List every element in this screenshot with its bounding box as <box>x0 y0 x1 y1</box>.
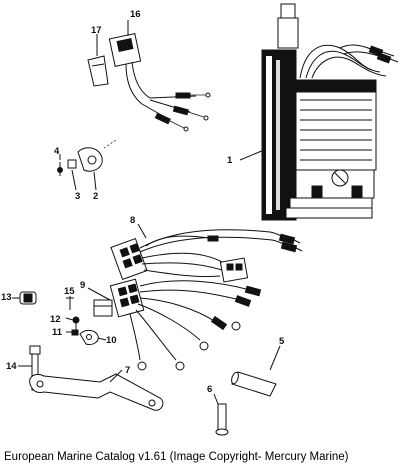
callout-6: 6 <box>207 384 212 395</box>
callout-17: 17 <box>91 25 102 36</box>
wire-harness-part-8 <box>110 223 303 283</box>
callout-2: 2 <box>93 191 98 202</box>
callout-13: 13 <box>1 292 12 303</box>
nut-part-11 <box>66 329 79 336</box>
pin-part-6 <box>213 393 229 436</box>
sleeve-part-5 <box>231 345 281 397</box>
relay-part-16 <box>108 20 211 132</box>
callout-9: 9 <box>80 280 85 291</box>
plug-part-13 <box>12 291 37 305</box>
callout-4: 4 <box>54 146 60 157</box>
nut-part-3 <box>67 159 77 191</box>
callout-7: 7 <box>125 365 130 376</box>
trim-pump-motor <box>239 3 399 221</box>
callout-16: 16 <box>130 9 141 20</box>
callout-14: 14 <box>6 361 17 372</box>
callout-10: 10 <box>106 335 117 346</box>
callout-3: 3 <box>75 191 80 202</box>
screw-part-4 <box>57 154 63 176</box>
image-caption: European Marine Catalog v1.61 (Image Cop… <box>4 451 349 463</box>
callout-1: 1 <box>227 155 233 166</box>
callout-8: 8 <box>130 215 135 226</box>
callout-12: 12 <box>50 314 61 325</box>
relay-block-part-9 <box>87 278 262 371</box>
clamp-part-2 <box>77 139 117 191</box>
callout-5: 5 <box>279 336 285 347</box>
callout-11: 11 <box>52 327 63 338</box>
screw-part-15 <box>66 296 74 310</box>
bracket-part-17 <box>87 34 109 87</box>
bracket-part-7 <box>29 369 164 411</box>
screw-part-12 <box>65 316 80 330</box>
clamp-part-10 <box>79 329 107 345</box>
callout-15: 15 <box>64 286 75 297</box>
